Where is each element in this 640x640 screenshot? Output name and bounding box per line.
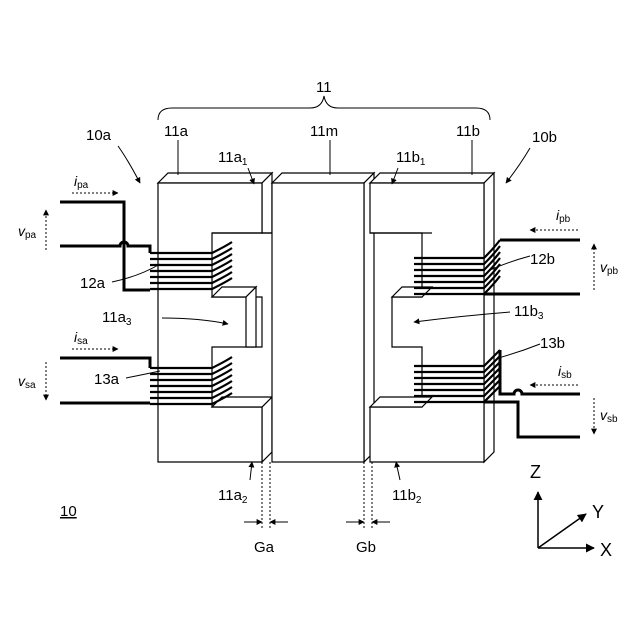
label-v-sa: vsa [18, 373, 36, 391]
core-a-side [262, 173, 272, 233]
core-m-top [272, 173, 374, 183]
wire-sa-top [60, 358, 150, 368]
label-v-pa: vpa [18, 223, 37, 241]
leader-10b [506, 148, 530, 183]
wire-pa-bottom [60, 242, 150, 253]
label-gb: Gb [356, 539, 376, 556]
leader-11b2 [396, 462, 400, 480]
label-axis-y: Y [592, 502, 604, 522]
label-v-pb: vpb [600, 259, 619, 277]
label-v-sb: vsb [600, 407, 618, 425]
core-b-top [370, 173, 494, 183]
label-12a: 12a [80, 275, 106, 292]
label-11b: 11b [456, 123, 480, 140]
core-a-top [158, 173, 272, 183]
label-11a1: 11a1 [218, 149, 248, 168]
label-i-pa: ipa [74, 173, 89, 191]
core-b-front [370, 183, 484, 462]
label-ga: Ga [254, 539, 275, 556]
label-i-sb: isb [558, 363, 572, 381]
leader-11a2 [250, 462, 252, 480]
label-11b2: 11b2 [392, 487, 422, 506]
label-axis-z: Z [530, 462, 541, 482]
label-axis-x: X [600, 540, 612, 560]
axis-y-arrow [538, 514, 586, 548]
core-b-side [484, 173, 494, 462]
label-11b1: 11b1 [396, 149, 426, 168]
label-11a: 11a [164, 123, 189, 140]
label-i-sa: isa [74, 329, 88, 347]
leader-12a [112, 264, 160, 282]
label-13a: 13a [94, 371, 120, 388]
core-m-front [272, 183, 364, 462]
label-11b3: 11b3 [514, 303, 544, 322]
assembly-label: 11 [316, 79, 332, 96]
core-a-leg-side [246, 287, 256, 347]
label-11a2: 11a2 [218, 487, 248, 506]
assembly-brace [158, 96, 490, 120]
label-13b: 13b [540, 335, 565, 352]
label-12b: 12b [530, 251, 555, 268]
wire-sb-bottom [484, 402, 580, 437]
label-10b: 10b [532, 129, 557, 146]
core-a-side-low [262, 397, 272, 462]
label-11a3: 11a3 [102, 309, 132, 328]
label-device-10: 10 [60, 503, 77, 520]
leader-13b [498, 344, 540, 358]
label-i-pb: ipb [556, 207, 571, 225]
label-10a: 10a [86, 127, 112, 144]
leader-10a [118, 146, 140, 183]
label-11m: 11m [310, 123, 338, 140]
